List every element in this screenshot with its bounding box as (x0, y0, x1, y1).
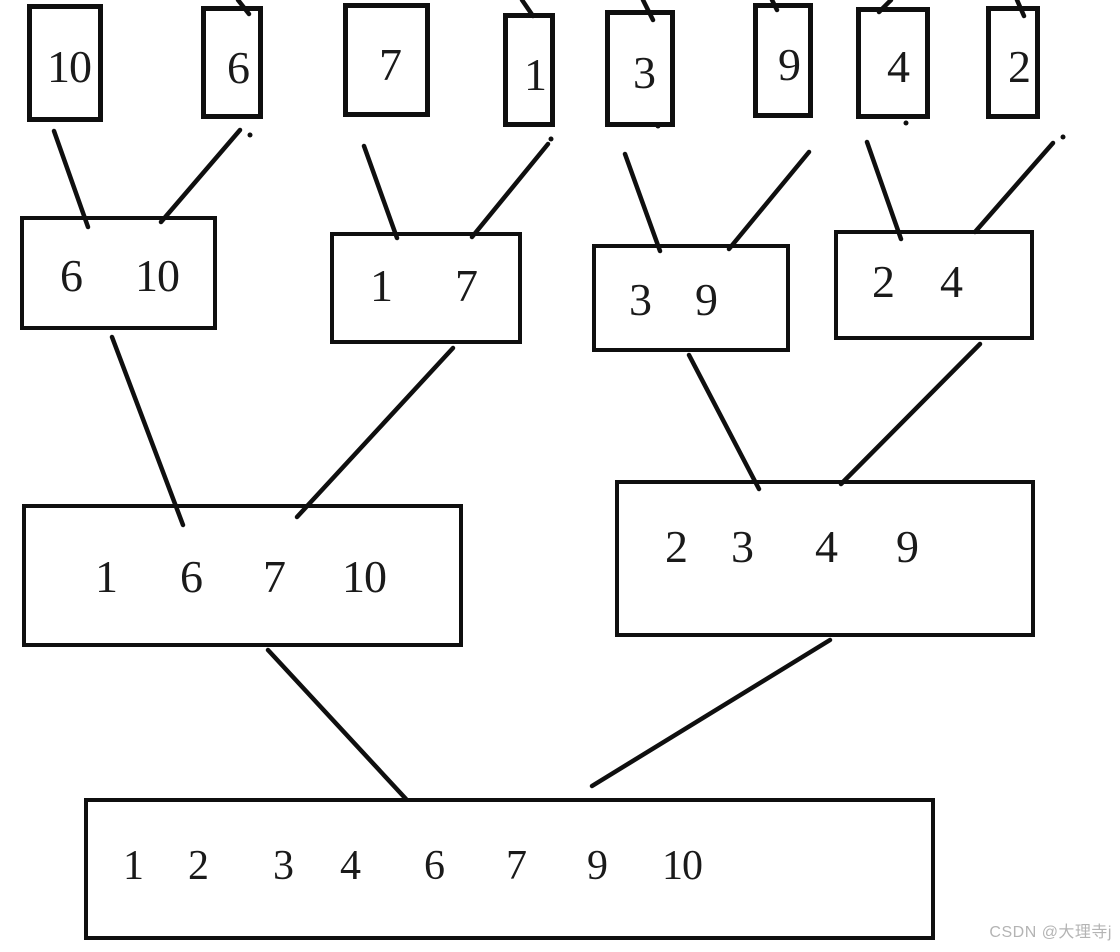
node-value: 10 (135, 250, 180, 301)
connector-line (726, 149, 812, 252)
node-value: 6 (60, 250, 83, 301)
node-4: 4 (856, 7, 930, 119)
node-value: 1 (370, 260, 393, 311)
node-value: 4 (940, 256, 963, 307)
node-sorted-array: 1 2 3 4 6 7 9 10 (84, 798, 935, 940)
watermark: CSDN @大理寺j (989, 924, 1112, 941)
node-value: 4 (887, 41, 910, 92)
node-7: 7 (343, 3, 430, 117)
node-value: 4 (340, 843, 361, 889)
node-9: 9 (753, 3, 813, 118)
node-value: 9 (896, 521, 919, 572)
ink-dot (903, 120, 909, 126)
connector-line (622, 151, 663, 254)
node-value: 9 (778, 39, 801, 90)
node-10: 10 (27, 4, 103, 122)
node-value: 3 (731, 521, 754, 572)
node-value: 2 (872, 256, 895, 307)
node-value: 10 (662, 843, 703, 889)
connector-line (294, 345, 456, 520)
connector-line (265, 647, 409, 802)
node-value: 6 (180, 551, 203, 602)
node-value: 3 (633, 47, 656, 98)
connector-line (864, 139, 904, 242)
connector-line (686, 352, 762, 492)
node-value: 9 (695, 274, 718, 325)
node-value: 9 (587, 843, 608, 889)
node-value: 10 (47, 41, 92, 92)
node-value: 1 (123, 843, 144, 889)
node-3-9: 3 9 (592, 244, 790, 352)
node-1: 1 (503, 13, 555, 127)
node-value: 7 (379, 39, 402, 90)
node-6-10: 6 10 (20, 216, 217, 330)
connector-line (589, 637, 833, 789)
node-value: 2 (188, 843, 209, 889)
node-value: 2 (1008, 41, 1031, 92)
connector-line (361, 143, 400, 241)
node-value: 4 (815, 521, 838, 572)
node-value: 3 (273, 843, 294, 889)
node-3: 3 (605, 10, 675, 127)
ink-dot (247, 132, 253, 138)
node-value: 7 (455, 260, 478, 311)
connector-line (109, 334, 186, 528)
node-value: 6 (227, 42, 250, 93)
node-2: 2 (986, 6, 1040, 119)
node-6: 6 (201, 6, 263, 119)
node-2-3-4-9: 2 3 4 9 (615, 480, 1035, 637)
node-1-6-7-10: 1 6 7 10 (22, 504, 463, 647)
connector-line (972, 140, 1056, 235)
connector-line (838, 341, 983, 487)
ink-dot (1060, 134, 1066, 140)
connector-line (158, 127, 243, 225)
node-value: 2 (665, 521, 688, 572)
node-1-7: 1 7 (330, 232, 522, 344)
node-value: 7 (263, 551, 286, 602)
node-value: 3 (629, 274, 652, 325)
node-2-4: 2 4 (834, 230, 1034, 340)
node-value: 1 (524, 49, 547, 100)
node-value: 10 (342, 551, 387, 602)
node-value: 7 (506, 843, 527, 889)
connector-line (469, 141, 551, 240)
ink-dot (548, 136, 554, 142)
node-value: 6 (424, 843, 445, 889)
connector-line (51, 128, 91, 230)
node-value: 1 (95, 551, 118, 602)
